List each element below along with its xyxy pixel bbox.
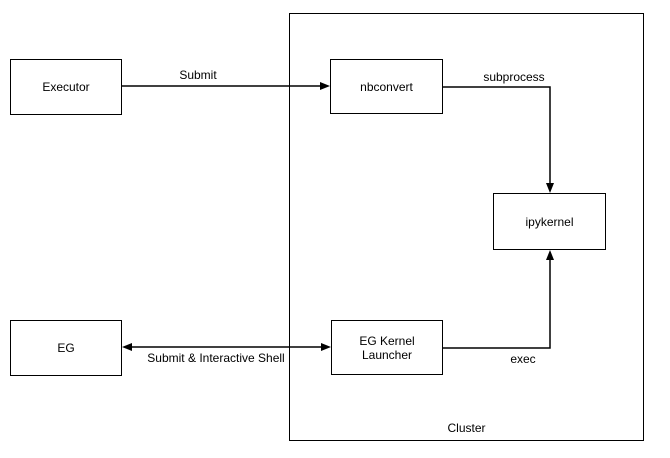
node-nbconvert: nbconvert [330,59,443,114]
node-eg-kernel-launcher-label: EG Kernel Launcher [359,333,415,362]
node-executor-label: Executor [42,80,90,94]
arrowhead-left-icon [122,343,132,351]
node-ipykernel: ipykernel [493,193,606,250]
edge-label-submit-interactive-shell: Submit & Interactive Shell [146,351,286,365]
cluster-container: Cluster [289,13,644,441]
node-eg-label: EG [57,341,75,355]
edge-label-submit: Submit [178,68,218,82]
node-ipykernel-label: ipykernel [525,214,574,229]
edge-label-subprocess: subprocess [482,70,546,84]
node-eg-kernel-launcher: EG Kernel Launcher [331,320,443,375]
node-executor: Executor [10,59,122,115]
node-eg: EG [10,320,122,376]
edge-label-exec: exec [509,352,537,366]
node-nbconvert-label: nbconvert [360,79,413,94]
cluster-label: Cluster [447,421,486,435]
